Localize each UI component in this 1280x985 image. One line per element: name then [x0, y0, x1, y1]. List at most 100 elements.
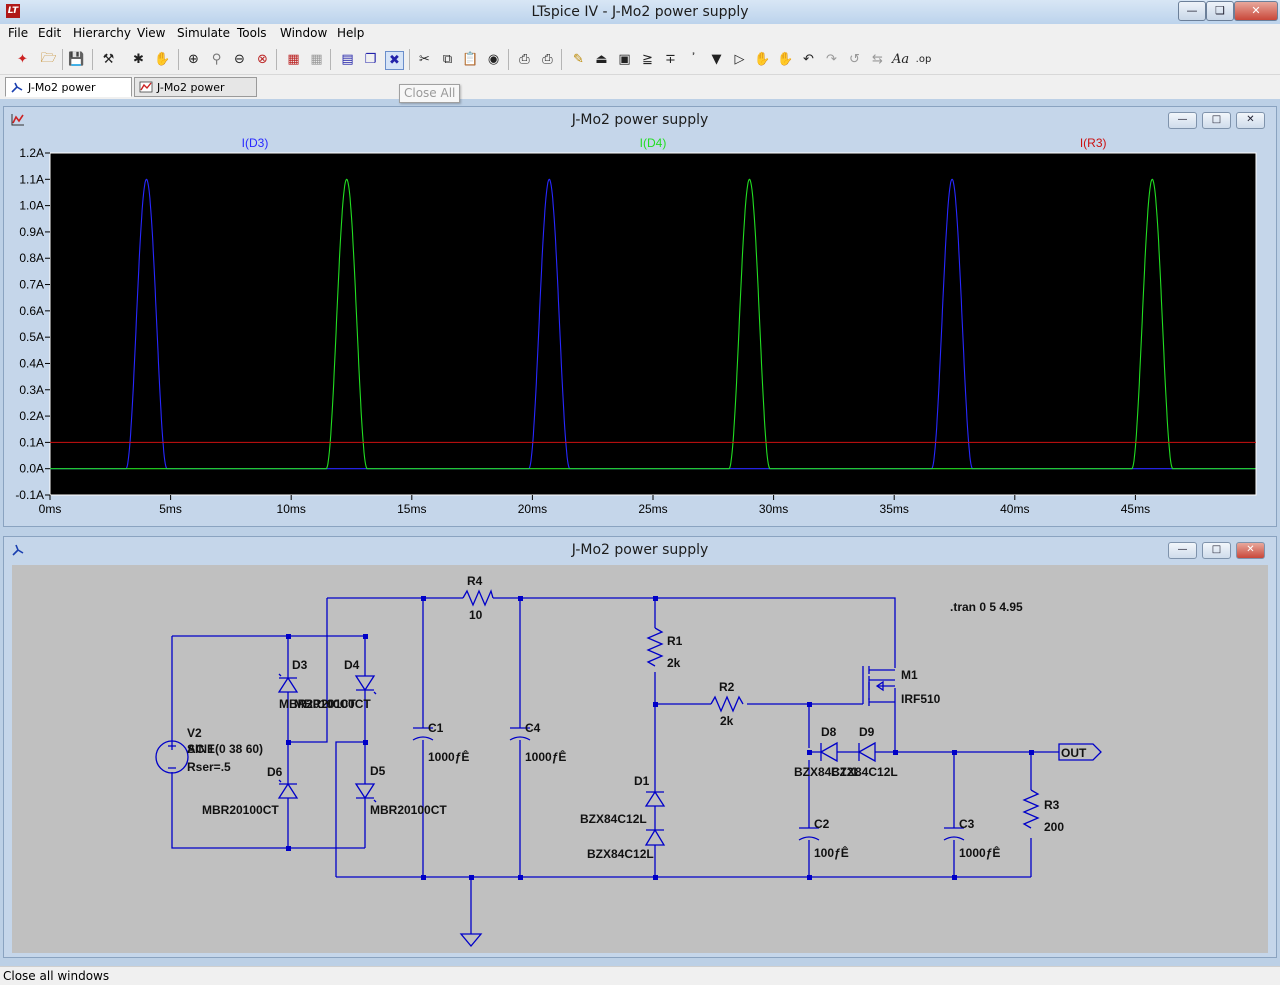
waveform-icon: [139, 81, 153, 93]
autorange-icon[interactable]: ▦: [287, 52, 300, 67]
m1-ref: M1: [901, 668, 918, 682]
x-tick-label: 15ms: [397, 502, 426, 516]
menu-simulate[interactable]: Simulate: [177, 26, 231, 40]
legend-id4: I(D4): [640, 136, 667, 150]
undo-icon[interactable]: ↶: [803, 52, 814, 67]
menu-edit[interactable]: Edit: [38, 26, 62, 40]
menu-bar: File Edit Hierarchy View Simulate Tools …: [0, 24, 1280, 44]
y-tick-label: 1.0A: [19, 199, 44, 213]
text-icon[interactable]: Aa: [891, 52, 910, 67]
open-icon[interactable]: 🗁: [40, 50, 57, 66]
spice-directive[interactable]: .tran 0 5 4.95: [950, 600, 1023, 614]
save-icon[interactable]: 💾: [68, 52, 85, 67]
wire-icon[interactable]: ✎: [573, 52, 584, 67]
resistor-icon[interactable]: ≧: [642, 52, 653, 67]
waveform-window-titlebar: J-Mo2 power supply — □ ✕: [4, 107, 1276, 133]
move-icon[interactable]: ✋: [754, 52, 771, 67]
d9-value: BZX84C12L: [831, 765, 898, 779]
cascade-icon[interactable]: ❐: [364, 52, 377, 67]
resistor-r1-symbol: [646, 627, 664, 667]
run-icon[interactable]: ✱: [133, 52, 144, 67]
ground-icon[interactable]: ⏏: [595, 52, 608, 67]
schematic-icon: [12, 544, 24, 556]
minimize-button[interactable]: —: [1178, 1, 1206, 21]
x-tick-label: 20ms: [518, 502, 547, 516]
menu-help[interactable]: Help: [337, 26, 365, 40]
spice-directive-icon[interactable]: .op: [915, 54, 932, 65]
rotate-icon[interactable]: ↺: [849, 52, 860, 67]
ltspice-logo-icon[interactable]: LT: [6, 4, 20, 18]
c1-value: 1000ƒÊ: [428, 749, 469, 764]
waveform-minimize-button[interactable]: —: [1168, 112, 1197, 129]
window-title: LTspice IV - J-Mo2 power supply: [531, 4, 749, 20]
schematic-window-title: J-Mo2 power supply: [571, 542, 709, 558]
voltage-source-v2-symbol: [155, 740, 189, 774]
paste-icon[interactable]: 📋: [462, 52, 479, 67]
c3-value: 1000ƒÊ: [959, 845, 1000, 860]
menu-window[interactable]: Window: [280, 26, 328, 40]
schematic-minimize-button[interactable]: —: [1168, 542, 1197, 559]
menu-hierarchy[interactable]: Hierarchy: [73, 26, 132, 40]
grid-icon[interactable]: ▦: [310, 52, 323, 67]
cut-icon[interactable]: ✂: [419, 52, 430, 67]
c2-value: 100ƒÊ: [814, 845, 849, 860]
legend-id3: I(D3): [242, 136, 269, 150]
diode-icon[interactable]: ▼: [711, 52, 722, 67]
d1-ref: D1: [634, 774, 650, 788]
y-tick-label: 0.4A: [19, 356, 44, 370]
new-schematic-icon[interactable]: ✦: [17, 52, 28, 67]
schematic-maximize-button[interactable]: □: [1202, 542, 1231, 559]
schematic-close-button[interactable]: ✕: [1236, 542, 1265, 559]
inductor-icon[interactable]: ᾽: [690, 52, 697, 67]
bridge-diodes-symbols: [277, 673, 377, 803]
halt-icon[interactable]: ✋: [154, 52, 171, 67]
v2-ref: V2: [187, 726, 202, 740]
menu-view[interactable]: View: [137, 26, 166, 40]
d8-value: BZX84C12L: [794, 765, 861, 779]
c1-ref: C1: [428, 721, 444, 735]
print-icon[interactable]: ⎙: [542, 52, 553, 67]
d5-value: MBR20100CT: [370, 803, 447, 817]
menu-file[interactable]: File: [8, 26, 29, 40]
m1-value: IRF510: [901, 692, 941, 706]
redo-icon[interactable]: ↷: [826, 52, 837, 67]
drag-icon[interactable]: ✋: [777, 52, 794, 67]
copy-icon[interactable]: ⧉: [442, 52, 453, 67]
zoom-in-icon[interactable]: ⊕: [188, 52, 199, 67]
waveform-close-button[interactable]: ✕: [1236, 112, 1265, 129]
toolbar: ✦ 🗁 💾 ⚒ ✱ ✋ ⊕ ⚲ ⊖ ⊗ ▦ ▦ ▤ ❐ ✖ ✂ ⧉ 📋 ◉ ⎙ …: [0, 44, 1280, 75]
c2-ref: C2: [814, 817, 830, 831]
print-setup-icon[interactable]: ⎙: [519, 52, 530, 67]
capacitor-icon[interactable]: ∓: [665, 52, 676, 67]
r4-value: 10: [469, 608, 483, 622]
r1-value: 2k: [667, 656, 681, 670]
close-all-icon[interactable]: ✖: [385, 51, 404, 70]
component-icon[interactable]: ▷: [734, 52, 745, 67]
zoom-pan-icon[interactable]: ⚲: [211, 52, 222, 67]
maximize-button[interactable]: ❑: [1206, 1, 1234, 21]
waveform-maximize-button[interactable]: □: [1202, 112, 1231, 129]
v2-rser: Rser=.5: [187, 760, 231, 774]
v2-value: SINE(0 38 60): [187, 742, 263, 756]
zoom-out-icon[interactable]: ⊖: [234, 52, 245, 67]
tile-horizontal-icon[interactable]: ▤: [341, 52, 354, 67]
find-icon[interactable]: ◉: [487, 52, 500, 67]
menu-tools[interactable]: Tools: [237, 26, 267, 40]
schematic-canvas[interactable]: .tran 0 5 4.95 R4 10 R1 2k R2 2k R3 200 …: [12, 565, 1268, 953]
close-button[interactable]: ✕: [1234, 1, 1278, 21]
control-panel-icon[interactable]: ⚒: [102, 52, 115, 67]
d8-ref: D8: [821, 725, 837, 739]
x-tick-label: 45ms: [1121, 502, 1150, 516]
tab-schematic[interactable]: J-Mo2 power supply: [5, 77, 132, 113]
mirror-icon[interactable]: ⇆: [872, 52, 883, 67]
d2-value: BZX84C12L: [587, 847, 654, 861]
waveform-plot[interactable]: 1.2A1.1A1.0A0.9A0.8A0.7A0.6A0.5A0.4A0.3A…: [10, 133, 1268, 523]
zoom-cancel-icon[interactable]: ⊗: [257, 52, 268, 67]
x-tick-label: 30ms: [759, 502, 788, 516]
d1-value: BZX84C12L: [580, 812, 647, 826]
label-net-icon[interactable]: ▣: [618, 52, 631, 67]
x-tick-label: 40ms: [1000, 502, 1029, 516]
waveform-window-title: J-Mo2 power supply: [571, 112, 709, 128]
tab-waveform[interactable]: J-Mo2 power supply: [134, 77, 257, 113]
r4-ref: R4: [467, 574, 483, 588]
